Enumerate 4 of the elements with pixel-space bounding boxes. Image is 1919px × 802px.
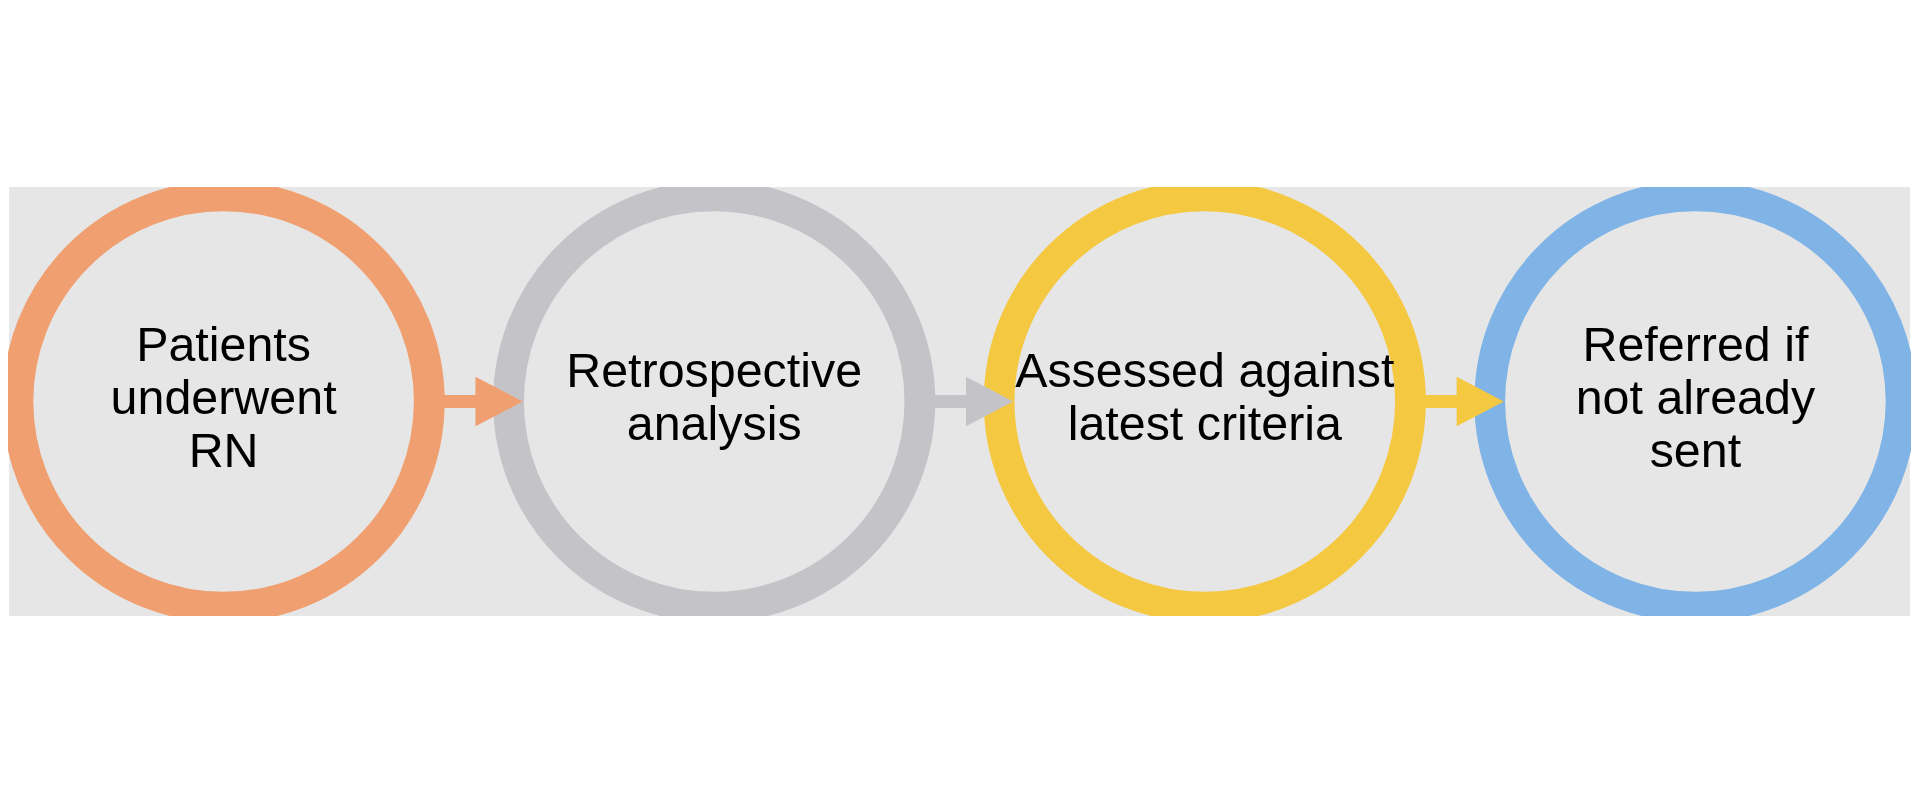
node-circle: Assessed against latest criteria — [983, 186, 1426, 616]
node-circle: Patients underwent RN — [8, 186, 445, 616]
node-circle: Retrospective analysis — [493, 186, 936, 616]
node-circle: Referred if not already sent — [1474, 186, 1911, 616]
